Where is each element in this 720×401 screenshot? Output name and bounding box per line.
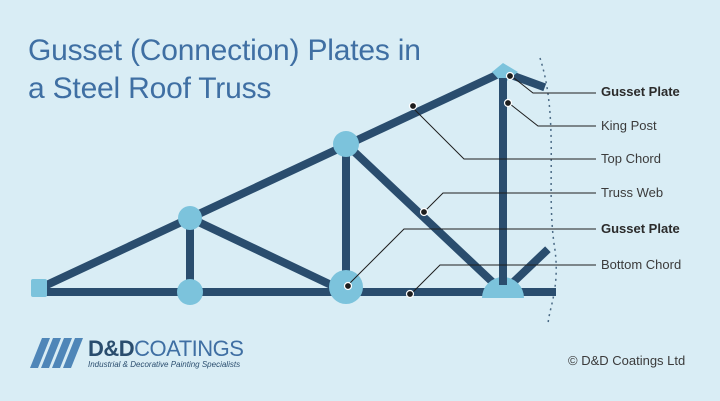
company-logo: D&DCOATINGS Industrial & Decorative Pain… [30, 336, 270, 376]
top-chord-member [32, 66, 509, 295]
label-top-chord: Top Chord [601, 151, 661, 166]
leader-gusset-plate-bottom [349, 228, 596, 284]
logo-brand-bold: D&D [88, 336, 135, 361]
label-bottom-chord: Bottom Chord [601, 257, 682, 272]
label-gusset-plate-top: Gusset Plate [601, 84, 680, 99]
leader-dot-top-chord [408, 101, 418, 111]
leader-truss-web [423, 192, 596, 213]
leader-bottom-chord [410, 264, 596, 295]
leader-dot-gusset-plate-top [505, 71, 515, 81]
label-gusset-plate-bottom: Gusset Plate [601, 221, 680, 236]
logo-stripes-icon [30, 338, 83, 368]
gusset-plate-bottom-left [177, 279, 203, 305]
gusset-plate-bottom-right [482, 277, 524, 298]
gusset-plate-top-left [178, 206, 202, 230]
copyright-notice: © D&D Coatings Ltd [568, 353, 686, 368]
leader-king-post [509, 103, 596, 127]
label-king-post: King Post [601, 118, 657, 133]
leader-dot-truss-web [419, 207, 429, 217]
leader-gusset-plate-top [513, 77, 596, 94]
diagonal-web-right [340, 138, 509, 298]
diagram-title-line-1: Gusset (Connection) Plates in [28, 34, 421, 67]
diagonal-web-left [184, 212, 352, 298]
leader-dot-bottom-chord [405, 289, 415, 299]
diagram-title: Gusset (Connection) Plates in a Steel Ro… [28, 32, 421, 108]
gusset-plate-ridge [492, 63, 518, 84]
leader-dot-gusset-plate-bottom [343, 281, 353, 291]
logo-tagline: Industrial & Decorative Painting Special… [88, 360, 241, 369]
leader-top-chord [412, 107, 596, 160]
section-break-line [539, 57, 557, 327]
diagram-title-line-2: a Steel Roof Truss [28, 72, 272, 105]
leader-dots [343, 71, 515, 299]
logo-brand-light: COATINGS [134, 336, 244, 361]
gusset-plate-left-end [31, 279, 47, 297]
leader-lines [349, 77, 596, 295]
gusset-plate-top-middle [333, 131, 359, 157]
leader-dot-king-post [503, 98, 513, 108]
label-truss-web: Truss Web [601, 185, 664, 200]
logo-wordmark: D&DCOATINGS [88, 336, 244, 362]
